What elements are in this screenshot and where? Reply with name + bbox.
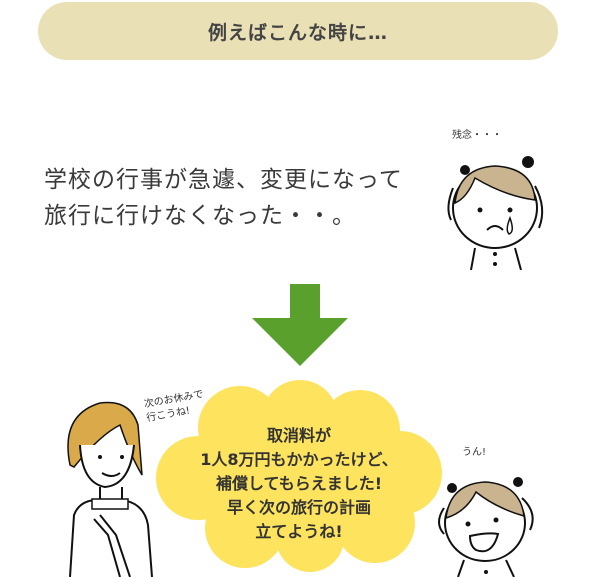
cloud-line: 早く次の旅行の計画 [226,498,371,517]
section-banner: 例えばこんな時に… [38,2,558,60]
cloud-line: 1人8万円もかかったけど、 [200,450,398,469]
scenario-text: 学校の行事が急遽、変更になって 旅行に行けなくなった・・。 [44,162,403,234]
mother-illustration [67,401,153,577]
cloud-line: 取消料が [266,426,331,445]
sad-girl-speech: 残念・・・ [452,130,502,141]
sad-girl-illustration [447,156,544,270]
happy-girl-speech: うん! [462,447,487,458]
cloud-line: 補償してもらえました! [215,474,383,493]
happy-girl-illustration [438,477,534,577]
cloud-message: 取消料が 1人8万円もかかったけど、 補償してもらえました! 早く次の旅行の計画… [158,424,440,544]
cloud-line: 立てようね! [255,522,343,541]
speech-cloud [156,380,442,572]
scenario-line-2: 旅行に行けなくなった・・。 [44,203,356,229]
scenario-line-1: 学校の行事が急遽、変更になって [44,167,403,193]
arrow-down-icon [252,284,348,366]
banner-title: 例えばこんな時に… [207,21,388,44]
